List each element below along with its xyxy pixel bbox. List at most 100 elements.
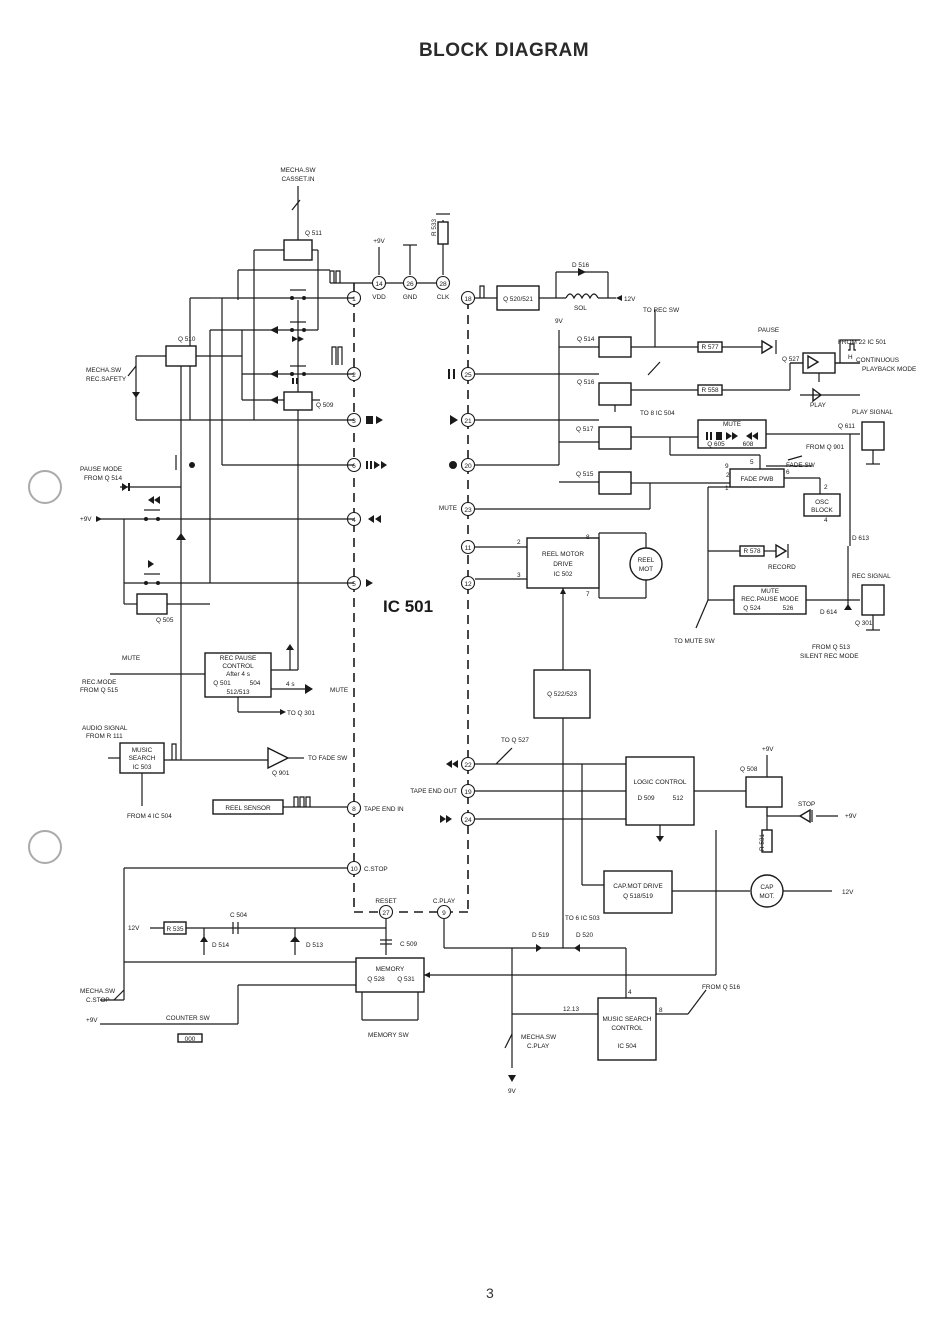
- pin-24: 24: [464, 817, 472, 824]
- tape-end-out-label: TAPE END OUT: [410, 788, 457, 795]
- memory-sw-label: MEMORY SW: [368, 1032, 410, 1039]
- pin-10: 10: [350, 866, 358, 873]
- solenoid-area: [475, 268, 622, 311]
- c509-label: C 509: [400, 941, 417, 948]
- fade-pin5: 5: [750, 459, 754, 466]
- pin-14: 14: [375, 281, 383, 288]
- top-pins: [330, 213, 451, 291]
- q611-area: [766, 421, 885, 467]
- d514-label: D 514: [212, 942, 229, 949]
- music-ctrl-area: [504, 948, 707, 1082]
- reel-motor-2: DRIVE: [553, 561, 573, 568]
- stop-vcc: +9V: [845, 813, 857, 820]
- q515-label: Q 515: [576, 471, 594, 478]
- mute-top-1: MUTE: [723, 421, 741, 428]
- play-signal-label: PLAY SIGNAL: [852, 409, 893, 416]
- pin-26: 26: [406, 281, 414, 288]
- to-mute-sw-label: TO MUTE SW: [674, 638, 716, 645]
- pin-20: 20: [464, 463, 472, 470]
- record-area: [695, 543, 885, 631]
- pin-4: 4: [352, 517, 356, 524]
- pin-9: 9: [442, 910, 446, 917]
- pin-5: 5: [352, 581, 356, 588]
- mute-pin-label: MUTE: [439, 505, 457, 512]
- q514-q517-area: [475, 310, 860, 495]
- rm-pin3: 3: [517, 572, 521, 579]
- d614-label: D 614: [820, 609, 837, 616]
- to-fade-sw-label: TO FADE SW: [308, 755, 348, 762]
- reel-mot-2: MOT: [639, 566, 653, 573]
- vdd-supply-label: +9V: [373, 238, 385, 245]
- to8-ic504-label: TO 8 IC 504: [640, 410, 675, 417]
- audio-signal-2: FROM R 111: [86, 733, 123, 740]
- mecha-safety-1: MECHA.SW: [86, 367, 122, 374]
- q522-area: [533, 669, 591, 948]
- mecha-safety-2: REC.SAFETY: [86, 376, 127, 383]
- mute-rec-4: 526: [783, 605, 794, 612]
- plus9v-left: +9V: [80, 516, 92, 523]
- music-search-1: MUSIC: [132, 747, 153, 754]
- cap-12v: 12V: [842, 889, 854, 896]
- q611-label: Q 611: [838, 423, 855, 430]
- reset-memory-area: [100, 867, 716, 1043]
- q505-label: Q 505: [156, 617, 174, 624]
- cap-drive-2: Q 518/519: [623, 893, 653, 900]
- fade-pin1: 1: [725, 485, 729, 492]
- q510-label: Q 510: [178, 336, 196, 343]
- q511-label: Q 511: [305, 230, 322, 237]
- pin-12: 12: [464, 581, 472, 588]
- d516-label: D 516: [572, 262, 589, 269]
- mecha-cstop-2: C.STOP: [86, 997, 110, 1004]
- mute-top-block: [697, 419, 860, 546]
- osc-pin4: 4: [824, 517, 828, 524]
- memory-1: MEMORY: [376, 966, 405, 973]
- from-q513-1: FROM Q 513: [812, 644, 850, 651]
- pin-2: 2: [352, 372, 356, 379]
- rec-pause-5: 504: [250, 680, 261, 687]
- v9-bottom: 9V: [508, 1088, 517, 1095]
- rm-pin7: 7: [586, 591, 590, 598]
- pause-led-label: PAUSE: [758, 327, 779, 334]
- pin-11: 11: [465, 545, 472, 552]
- reset-label: RESET: [375, 898, 396, 905]
- cap-drive-area: [603, 830, 832, 975]
- mc-pin4: 4: [628, 989, 632, 996]
- pin-19: 19: [464, 789, 472, 796]
- rm-pin8: 8: [586, 534, 590, 541]
- mc-pin8: 8: [659, 1007, 663, 1014]
- c504-label: C 504: [230, 912, 247, 919]
- q517-label: Q 517: [576, 426, 594, 433]
- right-pins: [460, 290, 476, 827]
- cap-mot-1: CAP: [760, 884, 773, 891]
- from-q901-label: FROM Q 901: [806, 444, 844, 451]
- reel-motor-3: IC 502: [554, 571, 573, 578]
- from22-label: FROM 22 IC 501: [838, 339, 887, 346]
- mecha-cassette-label-1: MECHA.SW: [280, 167, 316, 174]
- pin-28: 28: [439, 281, 447, 288]
- h-level-label: H: [848, 354, 853, 361]
- reel-sensor-label: REEL SENSOR: [225, 805, 271, 812]
- from-q516-label: FROM Q 516: [702, 984, 740, 991]
- d519-label: D 519: [532, 932, 549, 939]
- music-search-block: [108, 742, 304, 806]
- music-ctrl-1: MUSIC SEARCH: [602, 1016, 651, 1023]
- r535-label: R 535: [166, 926, 183, 933]
- rec-pause-block: [110, 644, 313, 715]
- v9-label: 9V: [555, 318, 564, 325]
- q527-label: Q 527: [782, 356, 800, 363]
- reel-mot-1: REEL: [638, 557, 655, 564]
- pin-22: 22: [464, 762, 472, 769]
- right-pin-symbols: [440, 369, 458, 823]
- rec-pause-3: After 4 s: [226, 671, 250, 678]
- q520-label: Q 520/521: [503, 296, 533, 303]
- q508-vcc: +9V: [762, 746, 774, 753]
- pin-23: 23: [464, 507, 472, 514]
- pin-gnd-label: GND: [403, 294, 418, 301]
- cap-mot-2: MOT.: [759, 893, 774, 900]
- cap-drive-1: CAP.MOT DRIVE: [613, 883, 662, 890]
- r578-label: R 578: [743, 548, 760, 555]
- mecha-cassette-label-2: CASSET.IN: [281, 176, 314, 183]
- r558-label: R 558: [701, 387, 718, 394]
- mute-rec-3: Q 524: [743, 605, 761, 612]
- fade-pin6: 6: [786, 469, 790, 476]
